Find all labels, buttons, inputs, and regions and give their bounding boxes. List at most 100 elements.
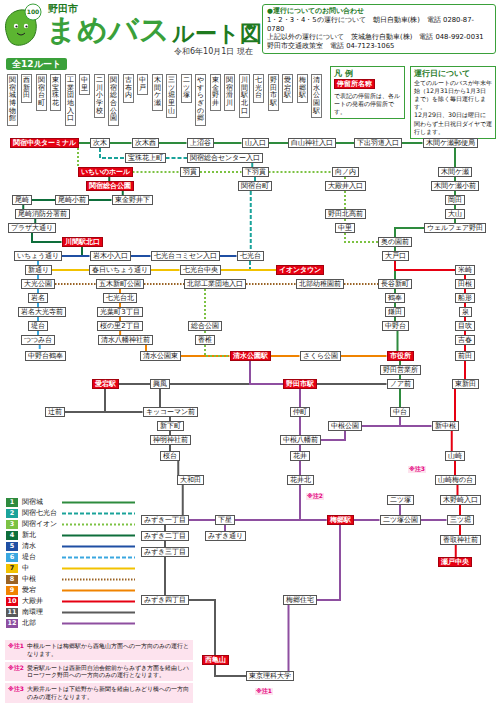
stop-label: 西新田 — [23, 77, 30, 100]
bus-stop: ウェルフェア野田 — [424, 223, 486, 233]
stop-label: 中戸 — [139, 77, 146, 92]
stop-label: ウェルフェア野田 — [427, 224, 483, 232]
route-line — [341, 355, 387, 357]
stop-label: 中根ルートは梅郷駅から西亀山方面への一方向のみの運行となります。 — [27, 642, 190, 658]
route-line — [220, 255, 237, 257]
stop-label: 北部工業団地入口 — [187, 280, 243, 288]
bus-stop: 木間ケ瀬 — [438, 167, 472, 177]
bus-stop: 総合公園 — [188, 321, 222, 331]
map-title: まめバス — [46, 14, 170, 46]
bus-stop: つつみ台 — [21, 335, 55, 345]
stop-label: 泉 — [462, 308, 469, 316]
stop-label: 工業団地入口 — [67, 77, 74, 123]
legend-line-sample — [62, 513, 135, 515]
bus-stop: 大和田 — [177, 475, 204, 485]
bus-stop: 中里 — [335, 223, 355, 233]
stop-label: 二川小学校 — [96, 77, 103, 115]
bus-stop: 関宿総合センター入口 — [187, 153, 263, 163]
bus-stop: 香取神社前 — [440, 535, 481, 545]
stop-label: 目吹 — [458, 322, 472, 330]
route-header: 工業団地入口 — [65, 74, 76, 126]
bus-stop: 清水公園東 — [140, 351, 181, 361]
route-line — [344, 191, 346, 209]
stop-label: 関宿総合公園 — [110, 77, 117, 123]
terminal-stop: 停留所名称 — [334, 79, 375, 89]
bus-stop: 二ツ塚 — [387, 495, 414, 505]
bus-stop: 木間ケ瀬小前 — [431, 181, 479, 191]
stop-label: 堤台 — [31, 322, 45, 330]
route-line — [402, 142, 423, 144]
stop-label: 七光台 — [255, 77, 262, 100]
route-line — [250, 361, 283, 384]
stop-label: 新中根 — [435, 422, 456, 430]
stop-label: 野田市交通政策室 電話 04-7123-1065 — [267, 42, 491, 51]
bus-stop: 五木新町公園 — [96, 279, 144, 289]
bus-stop: 春日いちょう通り — [89, 265, 151, 275]
route-line — [65, 389, 105, 412]
terminal-stop: 瀬戸中央 — [438, 557, 472, 567]
bus-stop: 岩木小入口 — [90, 251, 131, 261]
legend-line-sample — [62, 502, 135, 504]
legend-label: 中根 — [22, 575, 36, 584]
route-number: 12 — [7, 620, 16, 627]
bus-stop: 岡田 — [445, 195, 465, 205]
stop-label: 春日いちょう通り — [92, 266, 148, 274]
stop-label: キッコーマン前 — [146, 408, 195, 416]
bus-stop: 鎌田 — [385, 307, 405, 317]
stop-label: 関宿中央ターミナル — [13, 139, 76, 147]
stop-label: 古布内 — [125, 77, 132, 100]
route-line — [336, 142, 354, 144]
terminal-stop: 野田市駅 — [283, 379, 317, 389]
bus-stop: ノア前 — [387, 379, 414, 389]
route-number: 1 — [10, 499, 15, 506]
route-line — [246, 283, 296, 285]
stop-label: 上沼谷 — [190, 139, 211, 147]
stop-label: 桜台 — [163, 452, 177, 460]
stop-label: イオンタウン — [279, 266, 321, 274]
stop-label: 上記以外の運行について 茨城急行自動車(株) 電話 048-992-0031 — [267, 33, 491, 42]
bus-stop: 新通り — [25, 265, 52, 275]
legend-line-sample — [62, 568, 135, 570]
route-line — [159, 142, 187, 144]
mascot-pupil — [15, 25, 17, 27]
stop-label: 前田 — [458, 352, 472, 360]
stop-label: 辻前 — [48, 408, 62, 416]
route-number: 3 — [10, 521, 15, 528]
bus-stop: 尾崎消防分署前 — [15, 209, 70, 219]
note-box: ※注3大殿井ルートは下総野から新聞を経由しみどり橋への一方向のみの運行となります… — [5, 683, 193, 703]
bus-stop: 神明神社前 — [150, 435, 191, 445]
legend-label: 関宿七光台 — [22, 509, 57, 518]
route-line — [235, 519, 327, 521]
legend-line-sample — [62, 557, 135, 559]
stop-label: 西亀山 — [205, 656, 226, 664]
legend-label: 愛宕 — [22, 586, 36, 595]
route-line — [119, 383, 151, 385]
stop-label: 仲町 — [293, 408, 307, 416]
note-marker: ※注1 — [255, 688, 273, 695]
stop-label: 東金野井下 — [115, 196, 150, 204]
bus-stop: 辻前 — [45, 407, 65, 417]
mascot-badge — [25, 4, 41, 20]
stop-label: つつみ台 — [24, 336, 52, 344]
route-line — [32, 199, 55, 201]
stop-label: 下星 — [218, 516, 232, 524]
legend-label: 関宿イオン — [22, 520, 57, 529]
legend-label: 北部 — [22, 619, 36, 628]
bus-stop: 仲町 — [290, 407, 310, 417]
terminal-stop: 清水公園駅 — [230, 351, 271, 361]
legend-line-sample — [62, 623, 135, 625]
bus-stop: 岩名大光寺前 — [18, 307, 66, 317]
stop-label: やすらぎの郷 — [197, 77, 204, 123]
stop-label: 1・2・3・4・5の運行について 朝日自動車(株) 電話 0280-87-078… — [267, 16, 491, 34]
bus-stop: 大光公園 — [21, 279, 55, 289]
header-text: 100 — [27, 9, 40, 16]
stop-label: 二ツ塚公園 — [383, 516, 418, 524]
mascot-pupil — [25, 25, 27, 27]
route-header: 東金野井 — [210, 74, 221, 111]
terminal-stop: 梅郷駅 — [327, 515, 354, 525]
route-line — [288, 605, 290, 671]
stop-label: 二ツ塚 — [183, 77, 190, 100]
bus-stop: キッコーマン前 — [143, 407, 198, 417]
route-header: 三ツ堀里山 — [166, 74, 177, 118]
stop-label: 五木新町公園 — [99, 280, 141, 288]
